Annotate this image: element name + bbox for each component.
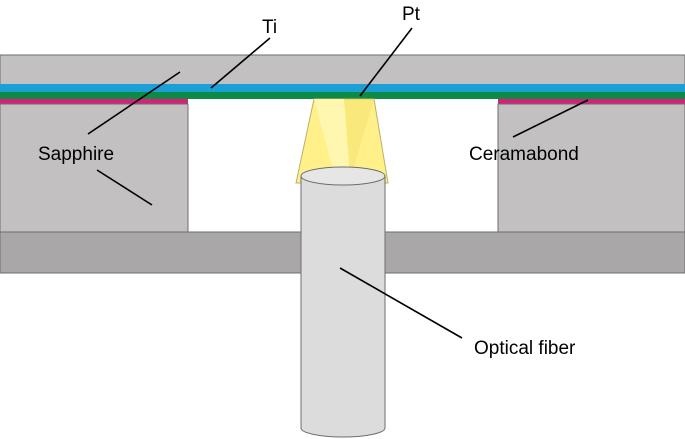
optical-fiber-leader-line [339,267,463,339]
ceramabond-layer-right [498,99,685,104]
ceramabond-layer-left [0,99,188,104]
sapphire-pillar-right [497,103,685,233]
ceramabond-label: Ceramabond [469,144,579,165]
optical-fiber-label: Optical fiber [474,338,576,359]
pt-layer [0,92,685,99]
sapphire-leader-line-bottom [96,169,153,206]
pt-leader-line [359,27,413,97]
sapphire-label: Sapphire [38,144,114,165]
ti-label: Ti [262,17,277,38]
light-cone [295,98,389,184]
sapphire-leader-line-top [87,71,181,135]
ti-layer [0,84,685,92]
sapphire-pillar-left [0,103,189,233]
ceramabond-leader-line [512,99,589,138]
optical-fiber [300,166,386,438]
sapphire-top-plate [0,54,685,87]
pt-label: Pt [402,4,421,25]
ti-leader-line [210,37,271,89]
